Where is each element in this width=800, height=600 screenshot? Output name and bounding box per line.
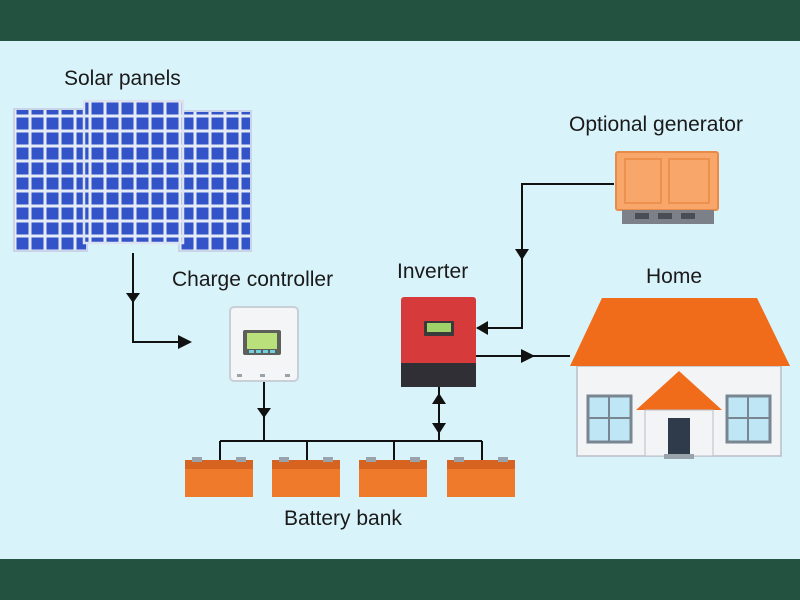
arrow-down-generator bbox=[515, 249, 529, 260]
battery-3-body bbox=[359, 469, 427, 497]
bottom-frame-bar bbox=[0, 559, 800, 600]
inverter-base bbox=[401, 363, 476, 387]
battery-4-body bbox=[447, 469, 515, 497]
controller-terminal-2 bbox=[260, 374, 265, 377]
battery-icon bbox=[359, 457, 427, 497]
battery-2-top bbox=[272, 460, 340, 469]
battery-icon bbox=[185, 457, 253, 497]
label-inverter: Inverter bbox=[397, 260, 469, 283]
label-optional-generator: Optional generator bbox=[569, 113, 743, 136]
generator-vent-1 bbox=[635, 213, 649, 219]
generator-vent-2 bbox=[658, 213, 672, 219]
diagram-canvas: Solar panels Charge controller Inverter … bbox=[0, 41, 800, 559]
battery-icon bbox=[272, 457, 340, 497]
label-charge-controller: Charge controller bbox=[172, 268, 334, 291]
battery-3-top bbox=[359, 460, 427, 469]
house-step bbox=[664, 454, 694, 459]
arrow-down-controller bbox=[257, 408, 271, 418]
wire-solar-to-controller bbox=[132, 253, 190, 343]
solar-panel-icon bbox=[13, 99, 252, 252]
controller-screen bbox=[247, 333, 277, 349]
house-roof bbox=[570, 298, 790, 366]
house-door bbox=[668, 418, 690, 454]
generator-vent-3 bbox=[681, 213, 695, 219]
inverter-screen bbox=[427, 323, 451, 332]
battery-4-terminal-b bbox=[498, 457, 508, 462]
generator-panel-right bbox=[668, 158, 710, 204]
battery-3-terminal-b bbox=[410, 457, 420, 462]
charge-controller-icon bbox=[229, 306, 299, 382]
battery-1-body bbox=[185, 469, 253, 497]
top-frame-bar bbox=[0, 0, 800, 41]
battery-4-terminal-a bbox=[454, 457, 464, 462]
battery-1-top bbox=[185, 460, 253, 469]
battery-2-terminal-a bbox=[279, 457, 289, 462]
connection-wires bbox=[126, 183, 614, 462]
label-battery-bank: Battery bank bbox=[284, 507, 402, 530]
controller-led-3 bbox=[263, 350, 268, 353]
battery-1-terminal-b bbox=[236, 457, 246, 462]
generator-body bbox=[615, 151, 719, 211]
arrow-right-controller bbox=[178, 335, 192, 349]
battery-4-top bbox=[447, 460, 515, 469]
arrow-left-inverter bbox=[476, 321, 488, 335]
house-gable bbox=[636, 371, 722, 410]
controller-terminal-1 bbox=[237, 374, 242, 377]
inverter-icon bbox=[401, 297, 476, 387]
arrow-up-inverter bbox=[432, 393, 446, 404]
arrow-right-home bbox=[521, 349, 535, 363]
label-solar-panels: Solar panels bbox=[64, 67, 181, 90]
generator-icon bbox=[615, 151, 719, 224]
controller-led-4 bbox=[270, 350, 275, 353]
label-home: Home bbox=[646, 265, 703, 288]
house-icon bbox=[570, 298, 790, 459]
wire-generator-to-inverter bbox=[477, 183, 614, 329]
controller-led-2 bbox=[256, 350, 261, 353]
battery-icon bbox=[447, 457, 515, 497]
battery-2-body bbox=[272, 469, 340, 497]
arrow-down-solar bbox=[126, 293, 140, 303]
solar-panel-left bbox=[13, 108, 88, 252]
battery-2-terminal-b bbox=[323, 457, 333, 462]
arrow-down-bus bbox=[432, 423, 446, 434]
battery-bank-icon bbox=[185, 457, 515, 497]
solar-system-diagram bbox=[13, 99, 790, 497]
solar-panel-center bbox=[82, 99, 185, 245]
controller-led-1 bbox=[249, 350, 254, 353]
solar-panel-right bbox=[178, 110, 252, 252]
battery-3-terminal-a bbox=[366, 457, 376, 462]
controller-terminal-3 bbox=[285, 374, 290, 377]
battery-1-terminal-a bbox=[192, 457, 202, 462]
generator-panel-left bbox=[624, 158, 662, 204]
